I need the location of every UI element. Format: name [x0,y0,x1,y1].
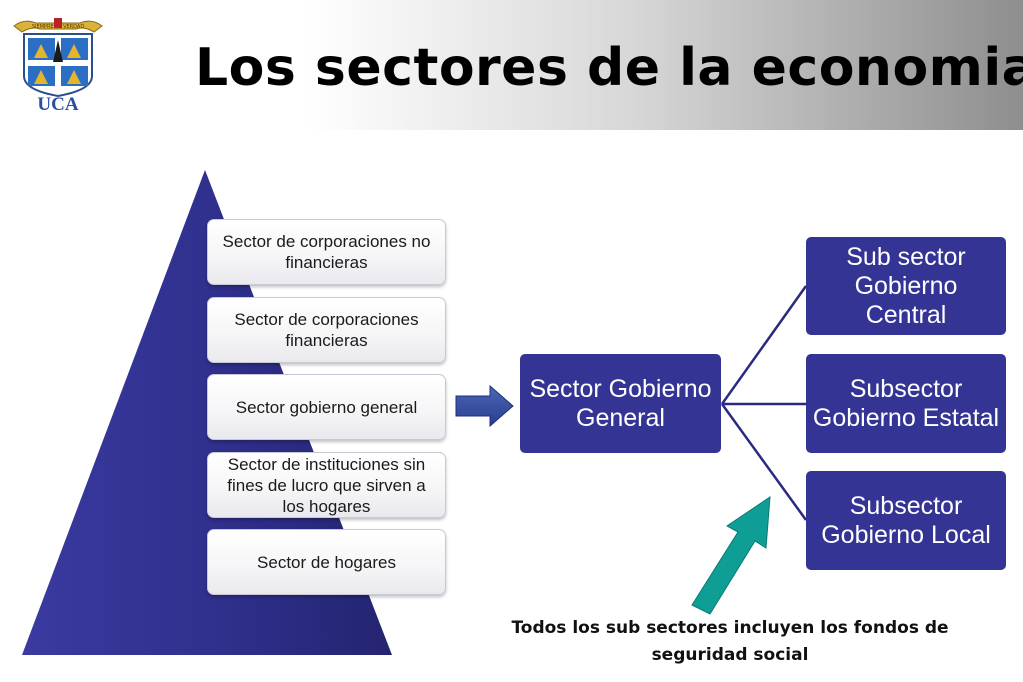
footnote-text: Todos los sub sectores incluyen los fond… [511,618,949,665]
pyramid-level-corporaciones-financieras: Sector de corporaciones financieras [207,297,446,363]
connector-lines [720,285,808,521]
logo-text: UCA [37,94,78,112]
box-subsector-gobierno-estatal: Subsector Gobierno Estatal [806,354,1006,453]
box-sector-gobierno-general: Sector Gobierno General [520,354,721,453]
pyramid-level-gobierno-general: Sector gobierno general [207,374,446,440]
right-arrow-icon [455,384,514,428]
pyramid-level-corporaciones-no-financieras: Sector de corporaciones no financieras [207,219,446,285]
page-title: Los sectores de la economia [195,38,1023,98]
teal-arrow-icon [691,496,771,615]
pyramid-level-instituciones-sin-fines-de-lucro: Sector de instituciones sin fines de luc… [207,452,446,518]
box-subsector-gobierno-central: Sub sector Gobierno Central [806,237,1006,335]
box-subsector-gobierno-local: Subsector Gobierno Local [806,471,1006,570]
pyramid-level-hogares: Sector de hogares [207,529,446,595]
header-banner [0,0,1023,130]
uca-logo-icon: SIEMPRE LA VERDAD UCA [13,18,103,112]
